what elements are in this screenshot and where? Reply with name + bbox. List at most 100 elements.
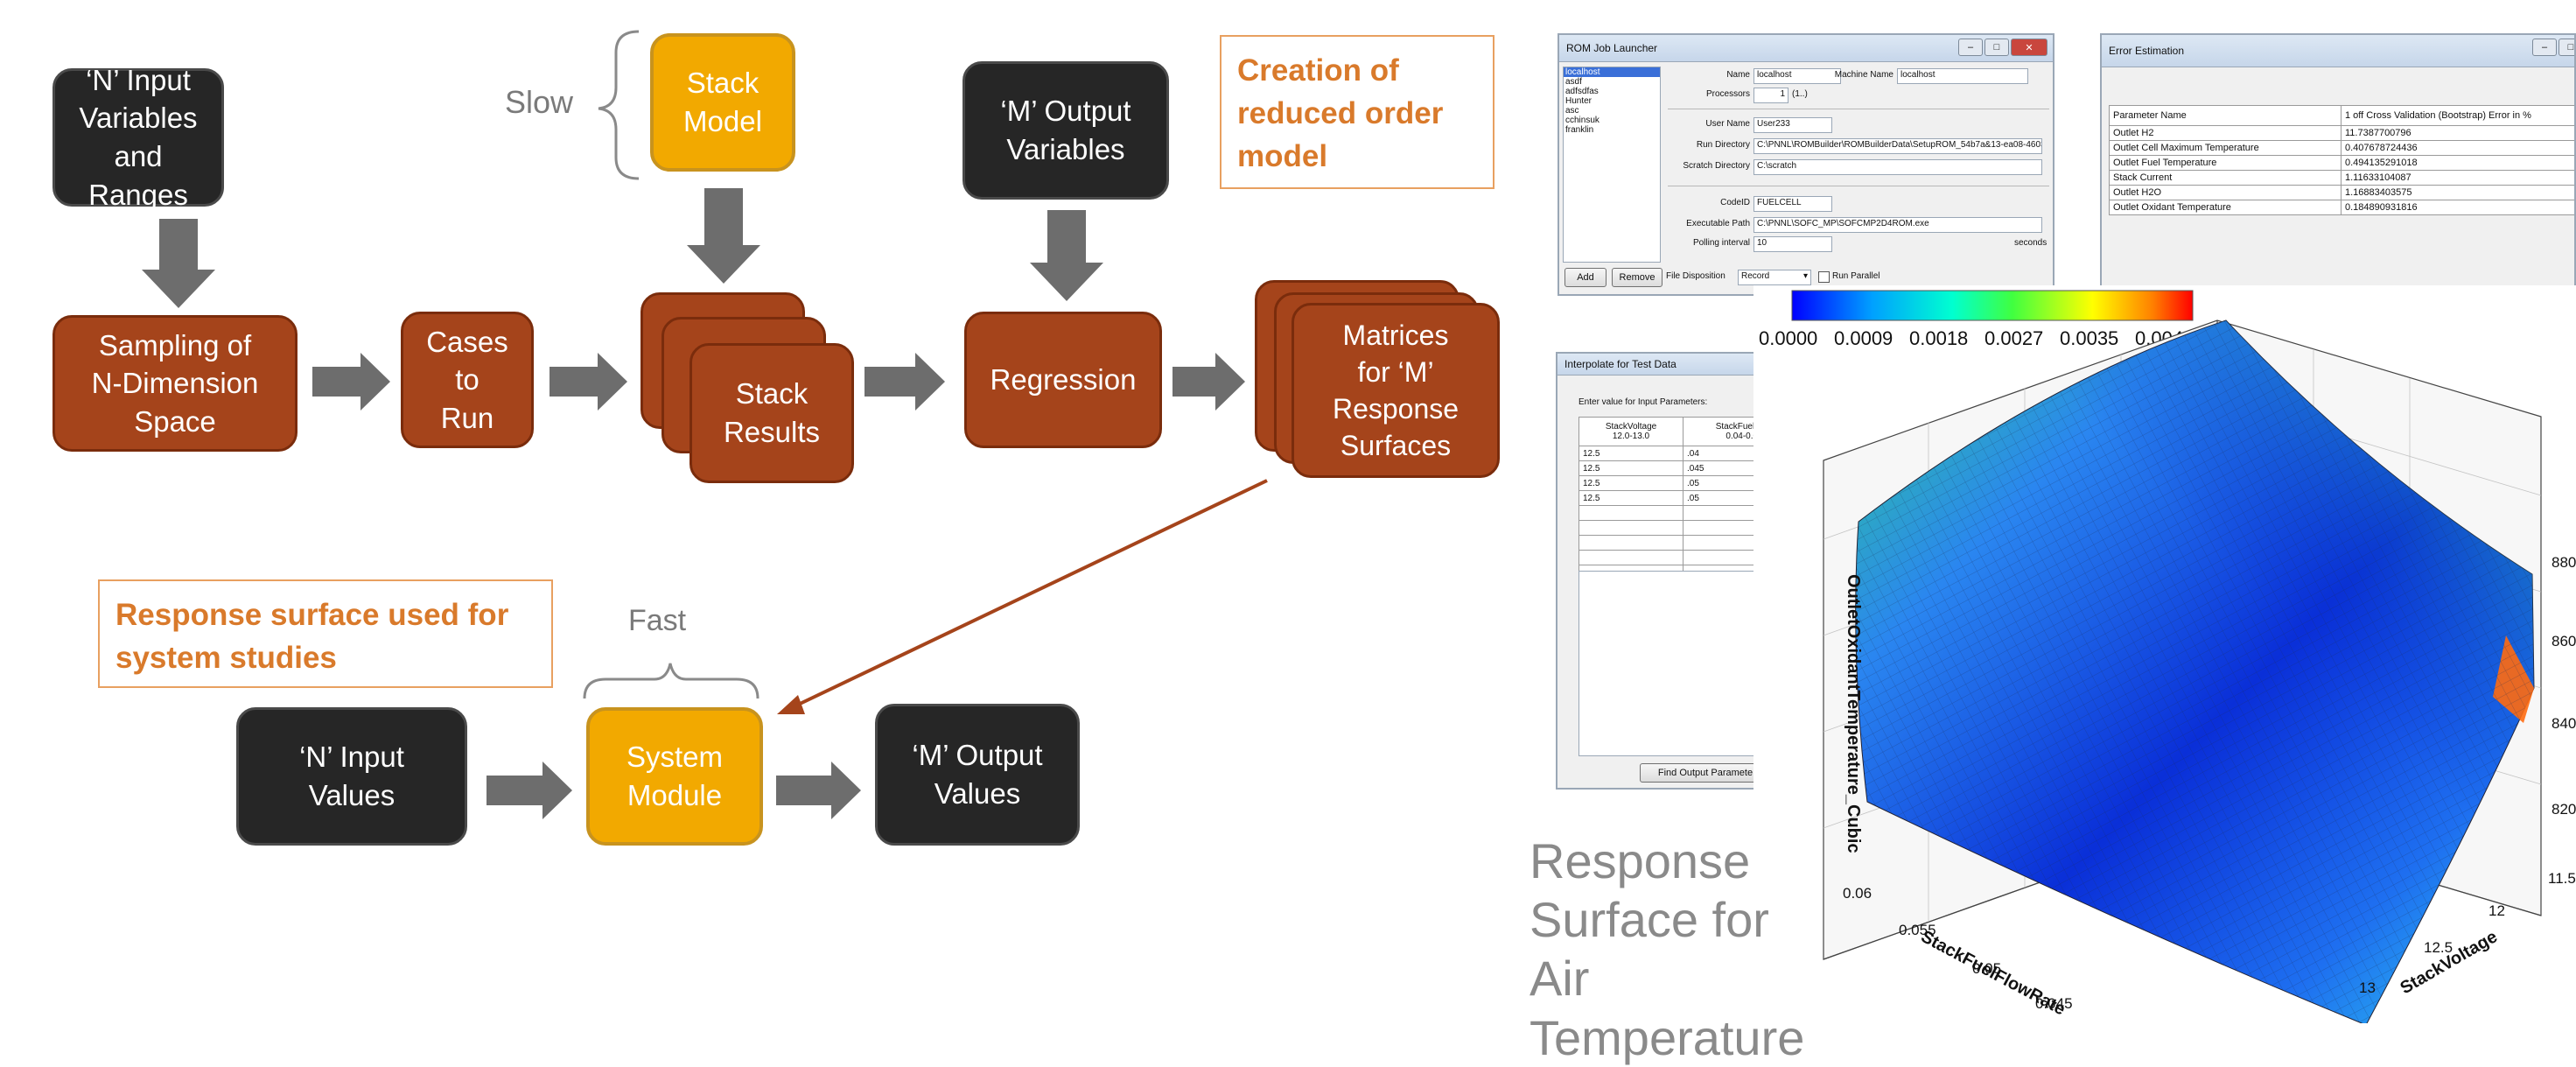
table-header-row: StackVoltage 12.0-13.0 StackFuelFlow 0.0… xyxy=(1579,418,1758,446)
empty-cell[interactable] xyxy=(1684,506,1758,521)
voltage-cell[interactable]: 12.5 xyxy=(1579,461,1684,476)
m-output-values-box: ‘M’ Output Values xyxy=(875,704,1080,846)
maximize-icon[interactable]: □ xyxy=(2558,39,2576,56)
name-label: Name xyxy=(1671,70,1750,80)
table-row[interactable]: 12.5.05 xyxy=(1579,476,1758,491)
param-cell: Stack Current xyxy=(2110,171,2342,186)
column-header-error: 1 off Cross Validation (Bootstrap) Error… xyxy=(2342,106,2576,126)
fuelflow-cell[interactable]: .045 xyxy=(1684,461,1758,476)
chevron-down-icon: ▾ xyxy=(1803,271,1808,281)
table-row[interactable] xyxy=(1579,506,1758,521)
param-cell: Outlet Cell Maximum Temperature xyxy=(2110,141,2342,156)
run-parallel-checkbox[interactable] xyxy=(1818,271,1830,283)
scratch-directory-field[interactable]: C:\scratch xyxy=(1754,159,2042,175)
executable-path-label: Executable Path xyxy=(1662,219,1750,228)
find-output-parameters-button[interactable]: Find Output Paramete xyxy=(1640,763,1757,783)
remove-button[interactable]: Remove xyxy=(1612,268,1662,287)
close-icon[interactable]: ✕ xyxy=(2011,39,2048,56)
z-tick: 840 xyxy=(2552,715,2576,732)
arrow-right-3 xyxy=(864,353,945,411)
voltage-header-range: 12.0-13.0 xyxy=(1583,432,1679,441)
fuelflow-cell[interactable]: .05 xyxy=(1684,491,1758,506)
x-axis-label: StackFuelFlowRate xyxy=(1918,927,2068,1020)
interpolate-table[interactable]: StackVoltage 12.0-13.0 StackFuelFlow 0.0… xyxy=(1578,417,1757,580)
value-cell: 0.184890931816 xyxy=(2342,200,2576,215)
fuelflow-header-range: 0.04-0.05 xyxy=(1687,432,1757,441)
host-list-item[interactable]: adfsdfas xyxy=(1564,87,1660,96)
system-module-box: System Module xyxy=(586,707,763,846)
error-estimation-window: Error Estimation – □ Parameter Name 1 of… xyxy=(2100,33,2576,287)
empty-cell[interactable] xyxy=(1579,521,1684,536)
arrow-right-6 xyxy=(776,762,861,819)
arrow-down-m-output xyxy=(1030,210,1103,301)
m-output-variables-box: ‘M’ Output Variables xyxy=(962,61,1169,200)
host-list-item[interactable]: asc xyxy=(1564,106,1660,116)
colorbar-tick: 0.0018 xyxy=(1909,327,1968,349)
voltage-cell[interactable]: 12.5 xyxy=(1579,476,1684,491)
empty-cell[interactable] xyxy=(1579,536,1684,551)
column-header-fuelflow: StackFuelFlow 0.04-0.05 xyxy=(1684,418,1758,446)
user-name-field[interactable]: User233 xyxy=(1754,117,1832,133)
voltage-cell[interactable]: 12.5 xyxy=(1579,491,1684,506)
surface-plot: 0.0000 0.0009 0.0018 0.0027 0.0035 0.004… xyxy=(1754,285,2576,1023)
host-list-item[interactable]: localhost xyxy=(1564,67,1660,77)
y-tick: 13 xyxy=(2359,979,2376,996)
table-row[interactable]: 12.5.045 xyxy=(1579,461,1758,476)
fuelflow-cell[interactable]: .05 xyxy=(1684,476,1758,491)
host-list-item[interactable]: Hunter xyxy=(1564,96,1660,106)
voltage-cell[interactable]: 12.5 xyxy=(1579,446,1684,461)
empty-cell[interactable] xyxy=(1684,521,1758,536)
table-row[interactable] xyxy=(1579,521,1758,536)
regression-box: Regression xyxy=(964,312,1162,448)
slow-label: Slow xyxy=(505,84,573,121)
z-tick: 880 xyxy=(2552,554,2576,571)
n-input-values-box: ‘N’ Input Values xyxy=(236,707,467,846)
minimize-icon[interactable]: – xyxy=(2532,39,2557,56)
interpolate-body xyxy=(1578,571,1757,756)
response-surface-callout: Response surface used for system studies xyxy=(98,579,553,688)
interpolate-prompt: Enter value for Input Parameters: xyxy=(1578,397,1707,407)
table-row[interactable]: 12.5.04 xyxy=(1579,446,1758,461)
matrices-box: Matrices for ‘M’ Response Surfaces xyxy=(1292,303,1500,478)
maximize-icon[interactable]: □ xyxy=(1984,39,2009,56)
column-header-parameter: Parameter Name xyxy=(2110,106,2342,126)
run-parallel-label: Run Parallel xyxy=(1832,271,1880,281)
minimize-icon[interactable]: – xyxy=(1958,39,1983,56)
value-cell: 1.16883403575 xyxy=(2342,186,2576,200)
executable-path-field[interactable]: C:\PNNL\SOFC_MP\SOFCMP2D4ROM.exe xyxy=(1754,217,2042,233)
host-list-item[interactable]: franklin xyxy=(1564,125,1660,135)
empty-cell[interactable] xyxy=(1684,536,1758,551)
table-row[interactable] xyxy=(1579,536,1758,551)
file-disposition-select[interactable]: Record ▾ xyxy=(1738,270,1811,285)
column-header-voltage: StackVoltage 12.0-13.0 xyxy=(1579,418,1684,446)
add-button[interactable]: Add xyxy=(1564,268,1606,287)
table-row[interactable] xyxy=(1579,551,1758,565)
fast-brace xyxy=(584,663,758,698)
run-directory-field[interactable]: C:\PNNL\ROMBuilder\ROMBuilderData\SetupR… xyxy=(1754,138,2042,154)
table-row[interactable]: 12.5.05 xyxy=(1579,491,1758,506)
y-tick: 11.5 xyxy=(2548,870,2576,887)
interpolate-titlebar: Interpolate for Test Data xyxy=(1558,354,1755,376)
colorbar-tick: 0.0009 xyxy=(1834,327,1893,349)
code-id-field[interactable]: FUELCELL xyxy=(1754,196,1832,212)
response-surface-caption: Response Surface for Air Temperature xyxy=(1530,832,1796,1067)
host-list-item[interactable]: cchinsuk xyxy=(1564,116,1660,125)
polling-interval-field[interactable]: 10 xyxy=(1754,236,1832,252)
empty-cell[interactable] xyxy=(1579,551,1684,565)
stack-results-box: Stack Results xyxy=(690,343,854,483)
fuelflow-cell[interactable]: .04 xyxy=(1684,446,1758,461)
empty-cell[interactable] xyxy=(1579,506,1684,521)
machine-name-field[interactable]: localhost xyxy=(1897,68,2028,84)
host-list-item[interactable]: asdf xyxy=(1564,77,1660,87)
voltage-header-name: StackVoltage xyxy=(1583,422,1679,432)
processors-suffix: (1..) xyxy=(1792,89,1808,99)
host-list[interactable]: localhost asdf adfsdfas Hunter asc cchin… xyxy=(1563,67,1661,263)
processors-spinner[interactable]: 1 xyxy=(1754,88,1788,103)
empty-cell[interactable] xyxy=(1684,551,1758,565)
